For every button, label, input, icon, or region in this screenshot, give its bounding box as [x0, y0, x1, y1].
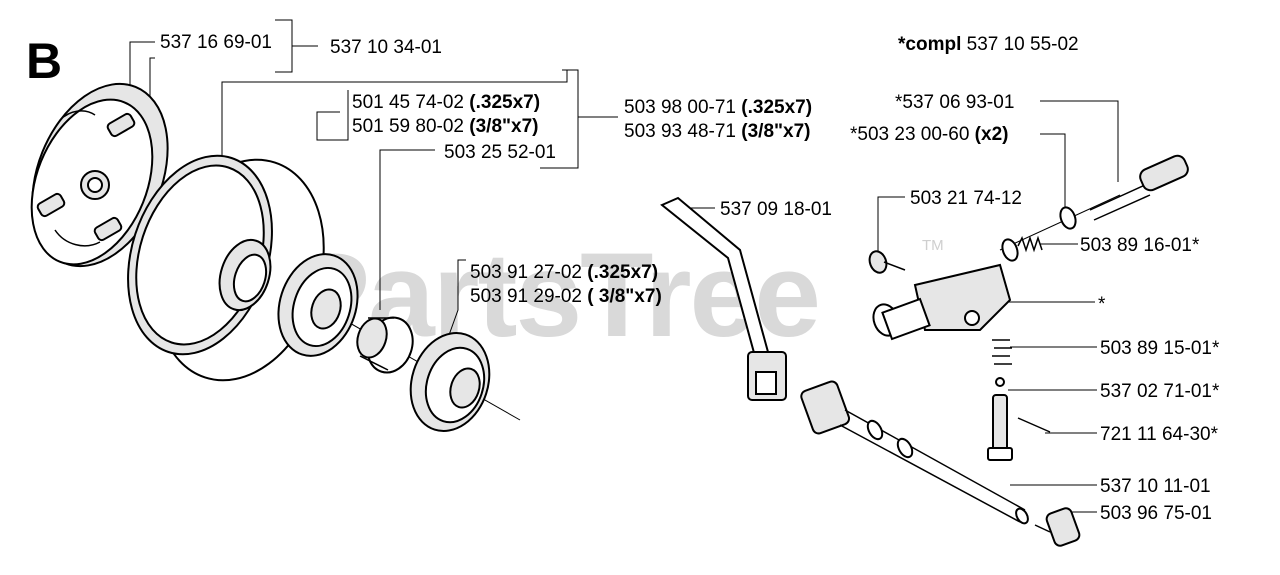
- label-star[interactable]: *: [1098, 294, 1106, 315]
- label-537-10-34-01[interactable]: 537 10 34-01: [330, 37, 442, 58]
- label-503-25-52-01[interactable]: 503 25 52-01: [444, 142, 556, 163]
- label-503-96-75-01[interactable]: 503 96 75-01: [1100, 503, 1212, 524]
- label-501-45-74-02[interactable]: 501 45 74-02 (.325x7): [352, 92, 540, 113]
- label-503-23-00-60[interactable]: *503 23 00-60 (x2): [850, 124, 1008, 145]
- section-letter: B: [26, 33, 62, 89]
- label-503-89-16-01[interactable]: 503 89 16-01*: [1080, 235, 1200, 256]
- watermark-tm: TM: [922, 237, 944, 254]
- adjust-rod-part: [1059, 154, 1189, 230]
- label-537-09-18-01[interactable]: 537 09 18-01: [720, 199, 832, 220]
- clutch-shoe-part: [30, 82, 169, 268]
- label-503-93-48-71[interactable]: 503 93 48-71 (3/8"x7): [624, 121, 811, 142]
- label-537-06-93-01[interactable]: *537 06 93-01: [895, 92, 1014, 113]
- label-537-16-69-01[interactable]: 537 16 69-01: [160, 32, 272, 53]
- label-501-59-80-02[interactable]: 501 59 80-02 (3/8"x7): [352, 116, 539, 137]
- label-537-10-11-01[interactable]: 537 10 11-01: [1100, 476, 1211, 497]
- bracket-part: [872, 263, 1012, 341]
- brake-lever-part: [660, 196, 787, 401]
- clutch-drum-part: [127, 154, 325, 382]
- needle-bearing-part: [356, 316, 414, 374]
- label-compl[interactable]: *compl 537 10 55-02: [898, 34, 1079, 55]
- label-503-91-27-02[interactable]: 503 91 27-02 (.325x7): [470, 262, 658, 283]
- spring-part: [1001, 235, 1043, 262]
- rim-sprocket-part: [277, 253, 359, 357]
- label-503-98-00-71[interactable]: 503 98 00-71 (.325x7): [624, 97, 812, 118]
- label-503-91-29-02[interactable]: 503 91 29-02 ( 3/8"x7): [470, 286, 662, 307]
- part-labels: 537 16 69-01 537 10 34-01 501 45 74-02 (…: [160, 32, 1220, 524]
- shaft-part: [800, 380, 1029, 525]
- knob-part: [1034, 507, 1081, 547]
- spur-sprocket-part: [409, 332, 491, 432]
- label-503-21-74-12[interactable]: 503 21 74-12: [910, 188, 1022, 209]
- label-721-11-64-30[interactable]: 721 11 64-30*: [1100, 424, 1219, 445]
- label-537-02-71-01[interactable]: 537 02 71-01*: [1100, 381, 1220, 402]
- vertical-spring-part: [987, 339, 1051, 461]
- screw-part: [868, 250, 906, 274]
- label-503-89-15-01[interactable]: 503 89 15-01*: [1100, 338, 1220, 359]
